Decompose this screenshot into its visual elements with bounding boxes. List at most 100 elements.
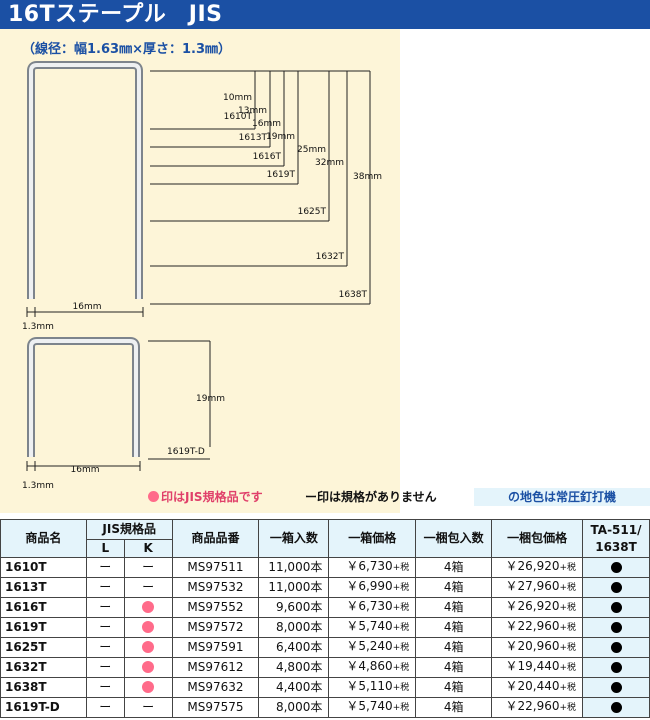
cell-code: MS97572: [171, 617, 260, 638]
cell-jis-k: [123, 677, 173, 698]
col-jis: JIS規格品: [85, 519, 173, 540]
diagram-panel: [0, 29, 400, 513]
compatible-dot-icon: [610, 562, 622, 573]
cell-pack-price: ￥22,960+税: [491, 697, 584, 718]
model-1638T: 1638T: [339, 290, 368, 300]
cell-ta: [582, 677, 650, 698]
cell-box-qty: 4,800本: [258, 657, 330, 678]
length-guides-d: [26, 340, 211, 471]
cell-jis-l: ー: [85, 577, 125, 598]
staple-d-illustration: [27, 337, 140, 457]
cell-ta: [582, 697, 650, 718]
cell-ta: [582, 557, 650, 578]
cell-code: MS97532: [171, 577, 260, 598]
col-box-price: 一箱価格: [328, 519, 417, 558]
cell-name: 1619T-D: [0, 697, 87, 718]
cell-pack-price: ￥26,920+税: [491, 557, 584, 578]
cell-code: MS97552: [171, 597, 260, 618]
cell-code: MS97511: [171, 557, 260, 578]
col-name: 商品名: [0, 519, 87, 558]
cell-name: 1638T: [0, 677, 87, 698]
cell-code: MS97612: [171, 657, 260, 678]
cell-pack-price: ￥20,440+税: [491, 677, 584, 698]
cell-box-price: ￥6,730+税: [328, 597, 417, 618]
compatible-dot-icon: [610, 582, 622, 593]
length-13: 13mm: [238, 106, 267, 116]
cell-name: 1610T: [0, 557, 87, 578]
model-1616T: 1616T: [253, 152, 282, 162]
compatible-dot-icon: [610, 702, 622, 713]
cell-jis-k: ー: [123, 697, 173, 718]
cell-pack-qty: 4箱: [415, 697, 493, 718]
cell-pack-qty: 4箱: [415, 677, 493, 698]
cell-ta: [582, 657, 650, 678]
cell-name: 1632T: [0, 657, 87, 678]
compatible-dot-icon: [610, 602, 622, 613]
model-1619T: 1619T: [267, 170, 296, 180]
cell-code: MS97632: [171, 677, 260, 698]
ground-color-legend: の地色は常圧釘打機: [474, 488, 650, 506]
width-label-d: 16mm: [71, 465, 100, 475]
cell-jis-k: [123, 617, 173, 638]
cell-pack-qty: 4箱: [415, 617, 493, 638]
length-19-d: 19mm: [196, 394, 225, 404]
cell-ta: [582, 577, 650, 598]
cell-code: MS97591: [171, 637, 260, 658]
cell-pack-price: ￥22,960+税: [491, 617, 584, 638]
staple-diagram: 10mm 13mm 16mm 19mm 25mm 32mm 38mm 1610T…: [22, 61, 382, 491]
product-table: 商品名 JIS規格品 商品品番 一箱入数 一箱価格 一梱包入数 一梱包価格 TA…: [0, 519, 650, 718]
cell-jis-l: ー: [85, 597, 125, 618]
cell-pack-qty: 4箱: [415, 557, 493, 578]
col-jis-l: L: [85, 539, 125, 558]
length-38: 38mm: [353, 172, 382, 182]
cell-box-qty: 8,000本: [258, 617, 330, 638]
length-32: 32mm: [315, 158, 344, 168]
compatible-dot-icon: [610, 642, 622, 653]
staple-illustration: [27, 61, 143, 299]
compatible-dot-icon: [610, 682, 622, 693]
cell-pack-price: ￥27,960+税: [491, 577, 584, 598]
cell-box-price: ￥5,740+税: [328, 697, 417, 718]
page-title: 16Tステープル JIS: [8, 2, 223, 27]
cell-jis-k: [123, 637, 173, 658]
cell-box-qty: 9,600本: [258, 597, 330, 618]
thickness-label-d: 1.3mm: [22, 481, 54, 491]
cell-pack-qty: 4箱: [415, 637, 493, 658]
cell-box-qty: 8,000本: [258, 697, 330, 718]
col-pack-qty: 一梱包入数: [415, 519, 493, 558]
cell-jis-l: ー: [85, 557, 125, 578]
cell-box-price: ￥5,110+税: [328, 677, 417, 698]
cell-box-price: ￥5,740+税: [328, 617, 417, 638]
jis-mark-icon: [142, 661, 155, 673]
cell-pack-qty: 4箱: [415, 657, 493, 678]
col-jis-k: K: [123, 539, 173, 558]
cell-pack-price: ￥19,440+税: [491, 657, 584, 678]
cell-ta: [582, 617, 650, 638]
title-bar: 16Tステープル JIS: [0, 0, 650, 29]
jis-mark-icon: [142, 621, 155, 633]
cell-jis-l: ー: [85, 657, 125, 678]
compatible-dot-icon: [610, 662, 622, 673]
cell-ta: [582, 637, 650, 658]
cell-jis-l: ー: [85, 677, 125, 698]
col-pack-price: 一梱包価格: [491, 519, 584, 558]
model-1619T-D: 1619T-D: [167, 447, 205, 457]
cell-pack-price: ￥20,960+税: [491, 637, 584, 658]
jis-legend: 印はJIS規格品です: [148, 488, 263, 506]
cell-box-qty: 11,000本: [258, 577, 330, 598]
col-ta: TA-511/1638T: [582, 519, 650, 558]
cell-box-qty: 11,000本: [258, 557, 330, 578]
no-standard-legend: ー印は規格がありません: [305, 490, 437, 504]
cell-jis-k: [123, 657, 173, 678]
cell-jis-l: ー: [85, 617, 125, 638]
cell-pack-qty: 4箱: [415, 577, 493, 598]
cell-name: 1616T: [0, 597, 87, 618]
cell-jis-k: ー: [123, 557, 173, 578]
cell-box-qty: 6,400本: [258, 637, 330, 658]
model-1610T: 1610T: [224, 112, 253, 122]
cell-name: 1625T: [0, 637, 87, 658]
cell-box-price: ￥5,240+税: [328, 637, 417, 658]
